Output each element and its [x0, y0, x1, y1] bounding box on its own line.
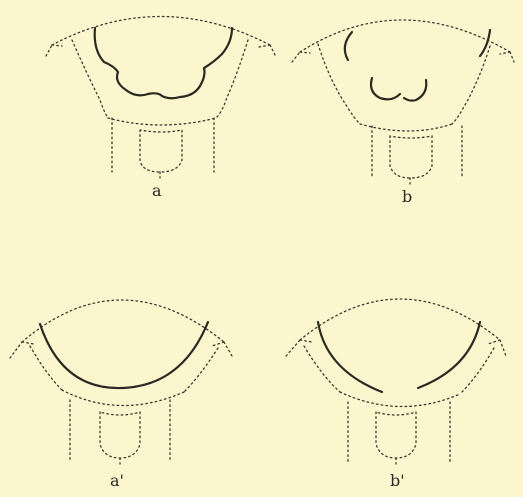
figure-a-prime-inner-bulb — [100, 412, 140, 458]
figure-b-arc-left — [345, 32, 352, 60]
figure-b-prime-left-wing — [286, 340, 312, 356]
figure-a-prime-lower-boundary — [62, 390, 184, 406]
figure-b-prime-arc-right — [418, 322, 480, 388]
figure-b-prime-outer-arch — [300, 299, 500, 340]
figure-a-prime-bowl-line — [40, 322, 208, 388]
figure-a-prime: a' — [10, 300, 232, 490]
figure-b-left-wing — [292, 52, 310, 62]
figure-b-lower-boundary — [360, 124, 452, 131]
figure-a-lower-boundary — [108, 118, 216, 125]
figure-a-left-wing — [46, 45, 62, 56]
figure-b-prime: b' — [286, 299, 506, 490]
figure-a-prime-right-wing — [212, 342, 232, 356]
figure-b-prime-label: b' — [390, 471, 405, 490]
figure-b: b — [292, 20, 514, 206]
figure-a-lobed-line — [95, 28, 232, 98]
figure-b-inner-bulb — [390, 136, 432, 178]
figure-a-prime-outer-wall-left — [30, 346, 62, 390]
figure-a: a — [46, 17, 276, 201]
figure-a-outer-arch — [52, 17, 270, 46]
figure-a-inner-wall-left — [72, 40, 108, 118]
figure-a-prime-outer-arch — [22, 300, 224, 342]
figure-b-right-wing — [500, 52, 514, 62]
figure-b-inner-wall-right — [452, 46, 490, 124]
figure-b-inner-wall-left — [318, 44, 360, 124]
figure-b-outer-arch — [300, 20, 510, 52]
figure-a-right-wing — [259, 45, 276, 57]
figure-b-arc-lower-left — [371, 78, 400, 99]
figure-a-prime-label: a' — [110, 471, 124, 490]
figure-b-label: b — [402, 187, 412, 206]
figure-a-label: a — [152, 181, 162, 200]
figure-b-prime-arc-left — [318, 322, 382, 392]
figure-b-prime-lower-boundary — [340, 392, 460, 407]
figure-a-inner-wall-right — [216, 40, 248, 118]
figure-b-prime-outer-wall-left — [304, 346, 340, 392]
figure-b-prime-inner-bulb — [376, 412, 416, 458]
figure-a-inner-bulb — [140, 130, 182, 172]
figure-b-arc-lower-right — [404, 80, 426, 101]
figure-a-prime-left-wing — [10, 342, 34, 358]
